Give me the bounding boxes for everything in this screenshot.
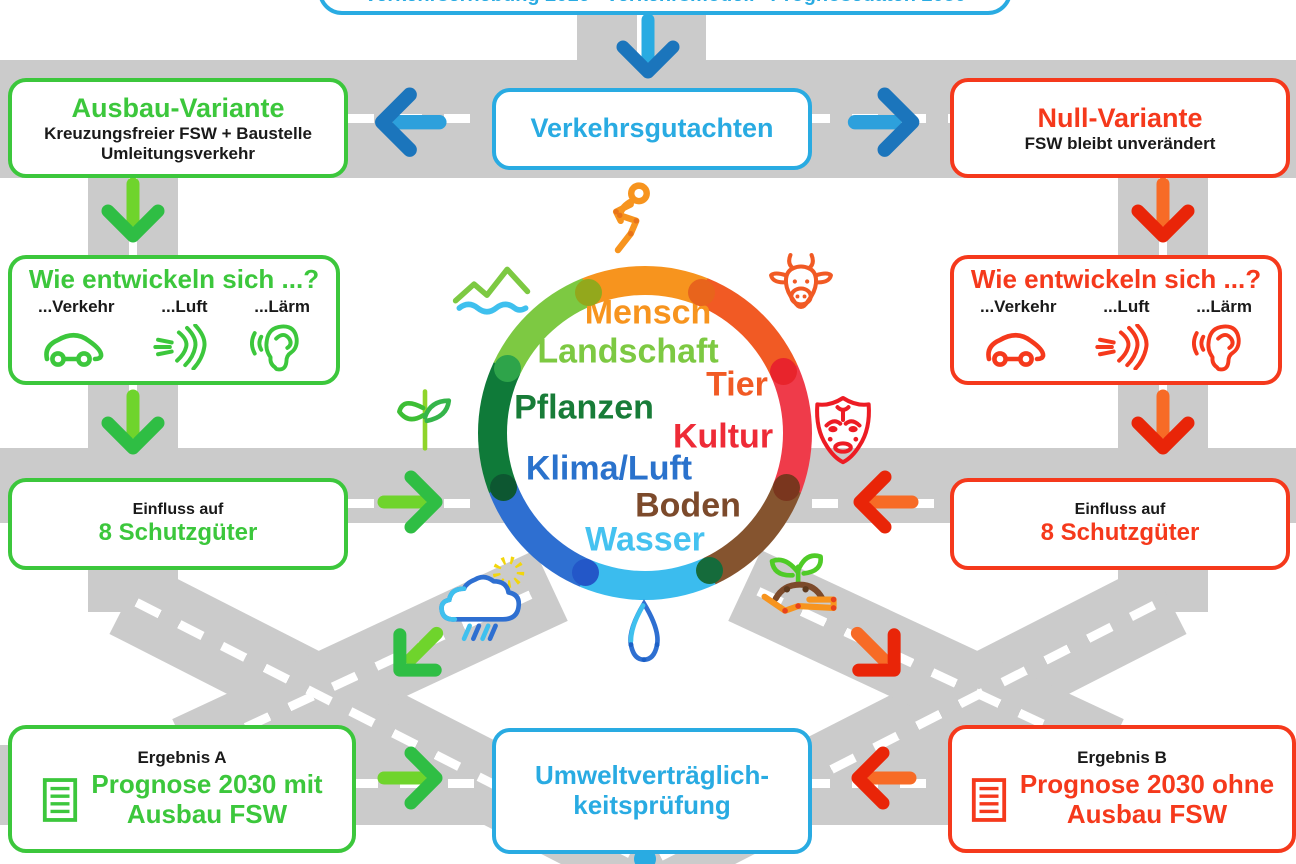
arrow-einfluss-left-right xyxy=(377,470,443,534)
arrow-b-to-uvp xyxy=(851,746,917,810)
node-verkehrsgutachten: Verkehrsgutachten xyxy=(492,88,812,170)
node-title: Verkehrsgutachten xyxy=(530,113,774,144)
aspect-label: ...Verkehr xyxy=(980,296,1057,316)
node-line: Prognose 2030 mit xyxy=(91,768,323,799)
arrow-a-to-uvp xyxy=(377,746,443,810)
node-subtitle: Ergebnis B xyxy=(1077,748,1167,768)
node-einfluss-links: Einfluss auf 8 Schutzgüter xyxy=(8,478,348,570)
aspect-label: ...Lärm xyxy=(1196,296,1252,316)
arrow-wie-right-down xyxy=(1131,389,1195,455)
arrow-circle-to-b xyxy=(850,626,901,677)
node-line: Einfluss auf xyxy=(1074,501,1166,518)
node-line: Prognose 2030 ohne xyxy=(1019,768,1275,799)
aspect-label: ...Verkehr xyxy=(38,296,115,316)
ring-junction-dot xyxy=(770,357,798,385)
node-uvp: Umweltverträglich- keitsprüfung xyxy=(492,728,812,854)
ring-junction-dot xyxy=(773,473,801,501)
document-icon xyxy=(43,777,78,822)
node-title: 8 Schutzgüter xyxy=(98,519,258,547)
cow-icon xyxy=(769,253,833,310)
aspect-label: ...Luft xyxy=(1103,296,1150,316)
node-title: 8 Schutzgüter xyxy=(1040,519,1200,547)
ring-junction-dot xyxy=(489,473,517,501)
arrow-to-null xyxy=(847,87,920,157)
node-title: Null-Variante xyxy=(1037,102,1203,133)
node-null-variante: Null-Variante FSW bleibt unverändert xyxy=(950,78,1290,178)
node-line: Umleitungsverkehr xyxy=(101,143,255,163)
arrow-ausbau-down xyxy=(101,177,165,243)
aspect-label: ...Lärm xyxy=(254,296,310,316)
node-title: keitsprüfung xyxy=(573,790,731,820)
node-title: Wie entwickeln sich ...? xyxy=(28,264,320,294)
ear-icon xyxy=(1192,324,1241,372)
node-line: FSW bleibt unverändert xyxy=(1024,133,1216,153)
node-line: Ausbau FSW xyxy=(126,798,288,829)
hand-soil-icon xyxy=(761,553,837,614)
node-line: Einfluss auf xyxy=(132,501,224,518)
ring-junction-dot xyxy=(572,559,600,587)
ring-junction-dot xyxy=(493,355,521,383)
schutzgut-wasser: Wasser xyxy=(585,520,705,559)
ring-junction-dot xyxy=(574,278,602,306)
node-subtitle: Ergebnis A xyxy=(137,748,227,768)
lane-marking xyxy=(637,12,645,70)
air-icon xyxy=(153,324,207,371)
node-ergebnis-a: Ergebnis A Prognose 2030 mit Ausbau FSW xyxy=(8,725,356,853)
schutzgut-landschaft: Landschaft xyxy=(537,332,719,371)
arrow-einfluss-right-left xyxy=(853,470,919,534)
arrow-to-ausbau xyxy=(374,87,447,157)
schutzgut-pflanzen: Pflanzen xyxy=(514,388,654,427)
schutzgut-tier: Tier xyxy=(706,365,768,404)
node-line: Kreuzungsfreier FSW + Baustelle xyxy=(44,123,312,143)
node-data-sources: Verkehrserhebung 2016 Verkehrsmodell Pro… xyxy=(318,0,1012,15)
arrow-to-verkehrsgutachten xyxy=(616,13,680,79)
node-title: Ausbau-Variante xyxy=(71,92,285,123)
ring-junction-dot xyxy=(695,557,723,585)
node-wie-entwickeln-links: Wie entwickeln sich ...? ...Verkehr ...L… xyxy=(8,255,340,385)
car-icon xyxy=(44,333,104,368)
node-title: Wie entwickeln sich ...? xyxy=(970,264,1262,294)
water-drop-icon xyxy=(628,599,660,663)
aspect-label: ...Luft xyxy=(161,296,208,316)
source-label: Verkehrsmodell xyxy=(606,0,755,7)
source-label: Verkehrserhebung 2016 xyxy=(364,0,590,7)
node-ausbau-variante: Ausbau-Variante Kreuzungsfreier FSW + Ba… xyxy=(8,78,348,178)
source-label: Prognosedaten 2030 xyxy=(770,0,966,7)
node-title: Umweltverträglich- xyxy=(534,760,770,791)
arrow-null-down xyxy=(1131,177,1195,243)
arrow-wie-left-down xyxy=(101,389,165,455)
mask-icon xyxy=(815,395,871,465)
schutzgueter-ring-inner xyxy=(507,295,783,571)
arrow-circle-to-a xyxy=(393,626,444,677)
schutzgut-klima-luft: Klima/Luft xyxy=(525,449,693,488)
mountains-wave-icon xyxy=(452,266,531,315)
schutzgut-boden: Boden xyxy=(635,486,741,525)
plant-icon xyxy=(397,389,452,451)
ring-junction-dot xyxy=(688,278,716,306)
node-wie-entwickeln-rechts: Wie entwickeln sich ...? ...Verkehr ...L… xyxy=(950,255,1282,385)
node-ergebnis-b: Ergebnis B Prognose 2030 ohne Ausbau FSW xyxy=(948,725,1296,853)
node-einfluss-rechts: Einfluss auf 8 Schutzgüter xyxy=(950,478,1290,570)
rain-cloud-sun-icon xyxy=(439,556,525,642)
car-icon xyxy=(986,333,1046,368)
node-line: Ausbau FSW xyxy=(1066,798,1228,829)
person-icon xyxy=(612,182,650,254)
document-icon xyxy=(971,777,1006,822)
air-icon xyxy=(1095,324,1149,371)
schutzgut-kultur: Kultur xyxy=(672,417,774,456)
ear-icon xyxy=(250,324,299,372)
